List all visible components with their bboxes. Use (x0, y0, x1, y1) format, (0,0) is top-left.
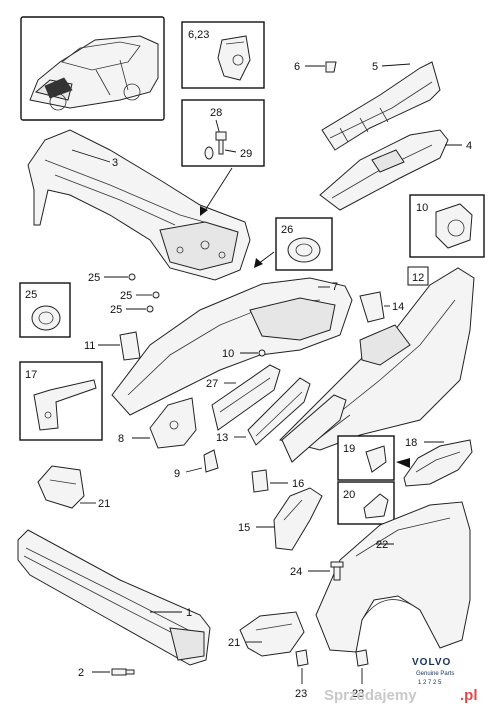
label-29: 29 (240, 148, 252, 160)
label-14: 14 (392, 301, 404, 313)
bracket-part-11: 11 (84, 331, 141, 361)
label-20: 20 (343, 489, 355, 501)
label-11: 11 (84, 340, 95, 352)
car-overview-frame (20, 16, 165, 121)
brand-name: VOLVO (412, 657, 451, 668)
box-part-25: 25 (19, 282, 71, 338)
box-part-10: 10 (409, 194, 485, 258)
label-21b: 21 (228, 637, 240, 649)
brand-line1: Genuine Parts (416, 671, 454, 677)
label-6-23: 6,23 (188, 29, 209, 41)
volvo-brand-block: VOLVO Genuine Parts 1 2 7 2 5 (412, 657, 454, 686)
rail-part-27: 27 (206, 364, 281, 431)
fender-part-22: 22 (315, 501, 471, 653)
label-28: 28 (210, 107, 222, 119)
bracket-part-21-lower: 21 (228, 611, 305, 657)
label-1: 1 (186, 607, 192, 619)
rail-part-13: 13 (216, 377, 347, 463)
label-4: 4 (466, 140, 472, 152)
label-16: 16 (292, 478, 304, 490)
watermark: Sprzedajemy .pl (324, 687, 478, 704)
crossmember-part-3: 3 (27, 129, 251, 281)
label-25a: 25 (88, 272, 100, 284)
fasteners-25: 25 25 25 (88, 272, 160, 316)
bracket-part-15: 15 (238, 487, 323, 551)
label-13: 13 (216, 432, 228, 444)
label-23a: 23 (295, 688, 307, 700)
box-part-28-29: 28 29 (181, 99, 265, 167)
label-24: 24 (290, 566, 302, 578)
box-part-20: 20 (337, 481, 395, 525)
box-part-6-23: 6,23 (181, 21, 265, 89)
callout-arrow (203, 167, 233, 213)
bolt-part-24: 24 (290, 561, 344, 581)
label-19: 19 (343, 443, 355, 455)
watermark-text: Sprzedajemy (324, 687, 417, 704)
bracket-part-21-upper: 21 (37, 465, 110, 510)
bracket-part-16: 16 (251, 469, 304, 493)
label-7: 7 (332, 281, 338, 293)
label-18: 18 (405, 437, 417, 449)
label-25c: 25 (110, 304, 122, 316)
bolt-part-2: 2 (78, 667, 135, 679)
box-part-19: 19 (337, 435, 395, 481)
bracket-part-8: 8 (118, 397, 197, 449)
label-25-box: 25 (25, 289, 37, 301)
liner-part-18: 18 (403, 437, 473, 487)
label-10: 10 (222, 348, 234, 360)
label-21a: 21 (98, 498, 110, 510)
clips-part-23: 23 23 (295, 649, 369, 700)
label-6: 6 (294, 61, 300, 73)
rail-part-4: 4 (319, 129, 472, 211)
box-part-26: 26 (275, 217, 333, 271)
label-5: 5 (372, 61, 378, 73)
box-part-17: 17 (19, 361, 103, 441)
bumper-beam-part-1: 1 (17, 529, 211, 666)
rail-part-5: 5 6 (294, 61, 441, 151)
arrow-head-26 (254, 258, 263, 268)
label-12: 12 (412, 272, 424, 284)
label-25b: 25 (120, 290, 132, 302)
label-2: 2 (78, 667, 84, 679)
label-23b: 23 (352, 688, 364, 700)
label-3: 3 (112, 157, 118, 169)
label-22: 22 (376, 539, 388, 551)
apron-part-7: 7 10 (111, 277, 353, 416)
label-8: 8 (118, 433, 124, 445)
label-17: 17 (25, 369, 37, 381)
arrow-head-18 (396, 458, 410, 468)
label-26: 26 (281, 224, 293, 236)
watermark-suffix: .pl (460, 687, 478, 704)
label-15: 15 (238, 522, 250, 534)
label-10-box: 10 (416, 202, 428, 214)
label-9: 9 (174, 468, 180, 480)
bracket-part-14: 14 (359, 291, 404, 323)
brand-line2: 1 2 7 2 5 (418, 680, 442, 686)
arrow-head (200, 206, 208, 216)
label-27: 27 (206, 378, 218, 390)
bracket-part-9: 9 (174, 449, 219, 480)
